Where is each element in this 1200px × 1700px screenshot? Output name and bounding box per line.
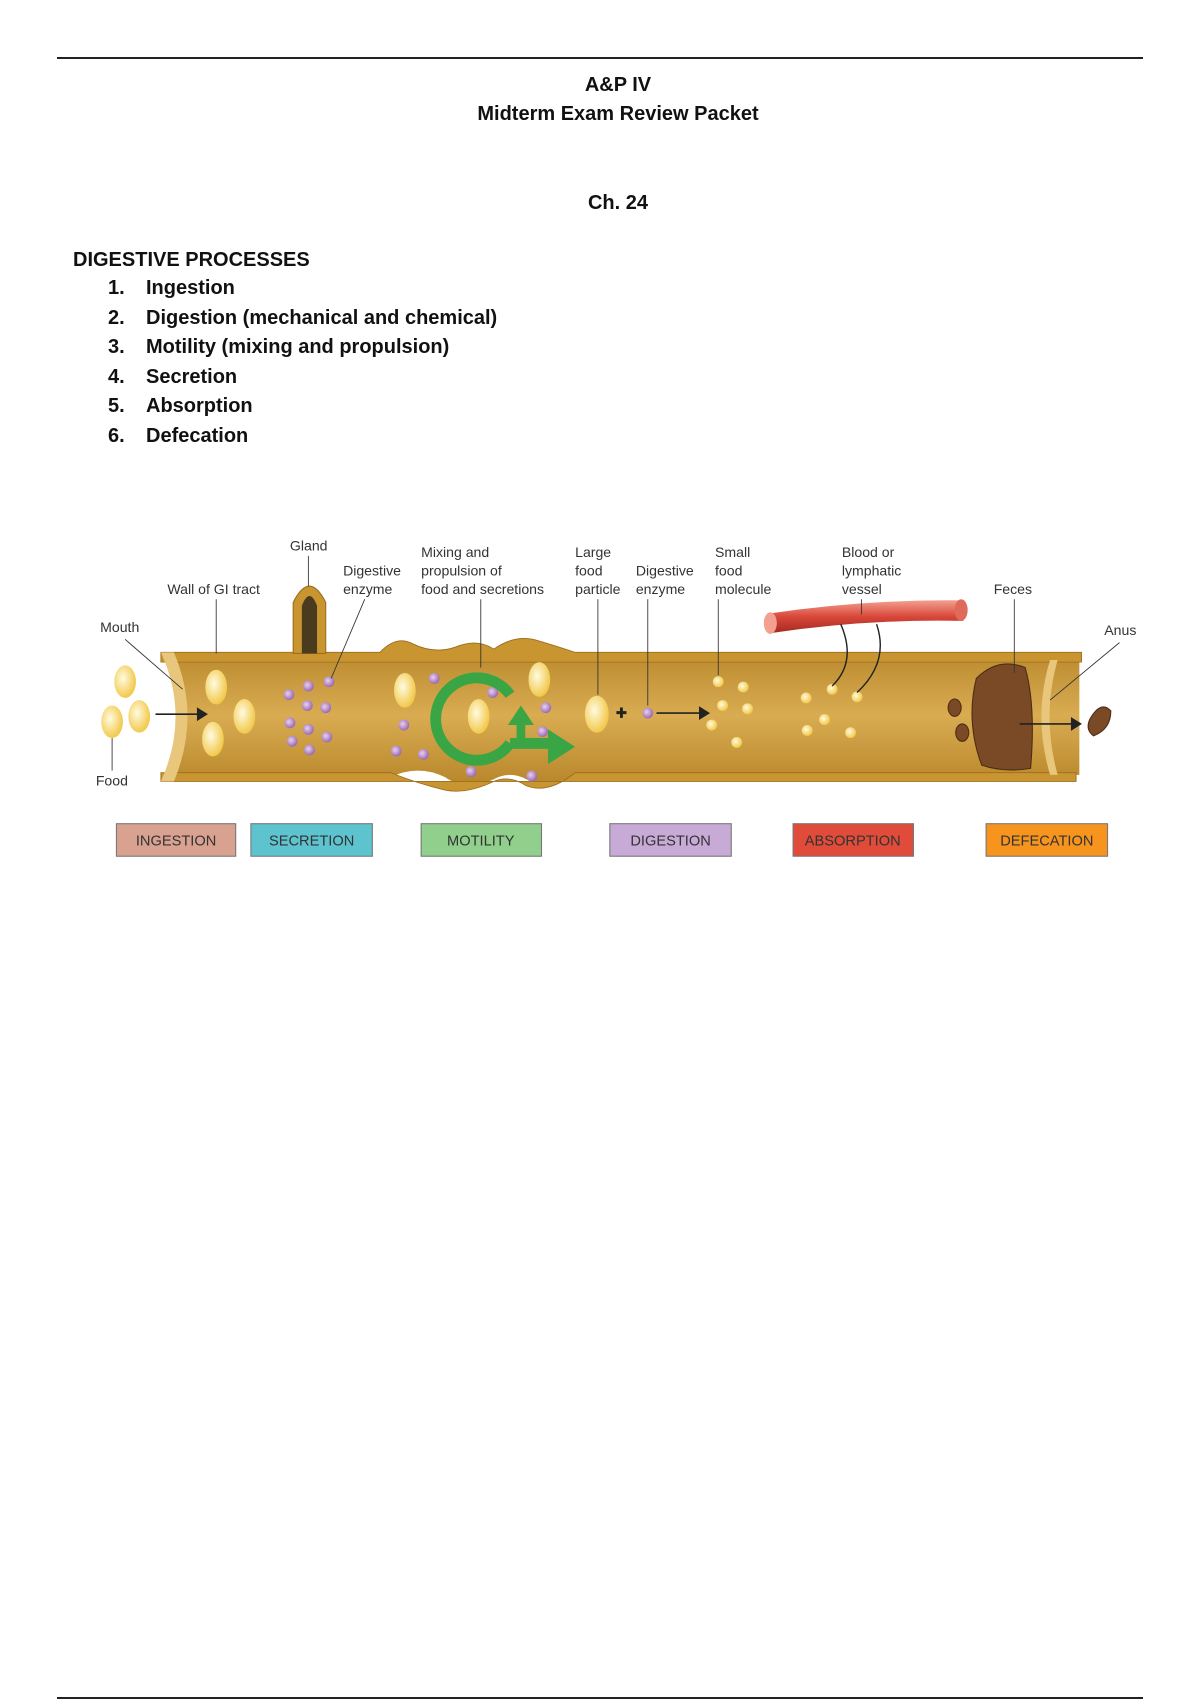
label-small: Small bbox=[715, 544, 750, 560]
box-absorption: ABSORPTION bbox=[792, 823, 914, 857]
leader-lines bbox=[111, 555, 1120, 771]
item-label: Motility (mixing and propulsion) bbox=[146, 336, 450, 358]
box-ingestion: INGESTION bbox=[115, 823, 237, 857]
item-number: 4. bbox=[108, 365, 125, 388]
course-title: A&P IV bbox=[584, 74, 652, 96]
digestive-process-diagram: + Gland Wall of GI tract Digestive enzym… bbox=[96, 537, 1137, 857]
flow-arrows: + bbox=[155, 702, 1082, 731]
list-item: 1. Ingestion bbox=[108, 277, 497, 307]
label-vessel-line2: lymphatic bbox=[842, 562, 901, 578]
label-small-line3: molecule bbox=[715, 581, 772, 597]
item-number: 2. bbox=[108, 306, 125, 329]
section-heading: DIGESTIVE PROCESSES bbox=[73, 249, 310, 271]
label-wall: Wall of GI tract bbox=[167, 581, 260, 597]
box-motility: MOTILITY bbox=[420, 823, 543, 857]
label-vessel: Blood or bbox=[842, 544, 895, 560]
food-particles bbox=[101, 662, 863, 757]
svg-text:+: + bbox=[616, 703, 626, 723]
box-defecation: DEFECATION bbox=[985, 823, 1109, 857]
list-item: 6. Defecation bbox=[108, 425, 497, 455]
bottom-rule bbox=[57, 1697, 1143, 1699]
box-label: MOTILITY bbox=[447, 833, 515, 849]
blood-vessel bbox=[763, 599, 968, 694]
list-item: 5. Absorption bbox=[108, 395, 497, 425]
label-anus: Anus bbox=[1104, 622, 1136, 638]
label-large-line2: food bbox=[575, 562, 602, 578]
label-enzyme-2: Digestive bbox=[636, 562, 694, 578]
label-mouth: Mouth bbox=[100, 619, 139, 635]
label-mixing-line3: food and secretions bbox=[421, 581, 544, 597]
motility-arrow-icon bbox=[430, 672, 576, 766]
list-item: 2. Digestion (mechanical and chemical) bbox=[108, 307, 497, 337]
box-label: INGESTION bbox=[136, 833, 216, 849]
label-small-line2: food bbox=[715, 562, 742, 578]
top-rule bbox=[57, 57, 1143, 59]
label-mixing: Mixing and bbox=[421, 544, 489, 560]
chapter-heading: Ch. 24 bbox=[587, 192, 649, 214]
box-secretion: SECRETION bbox=[250, 823, 373, 857]
box-label: SECRETION bbox=[269, 833, 354, 849]
label-large: Large bbox=[575, 544, 611, 560]
item-number: 1. bbox=[108, 277, 125, 299]
item-label: Digestion (mechanical and chemical) bbox=[146, 306, 498, 329]
item-label: Defecation bbox=[146, 424, 249, 447]
label-enzyme-1: Digestive bbox=[343, 562, 401, 578]
label-food: Food bbox=[96, 773, 128, 789]
item-label: Secretion bbox=[146, 365, 238, 388]
diagram-labels: Gland Wall of GI tract Digestive enzyme … bbox=[96, 537, 1137, 788]
list-item: 4. Secretion bbox=[108, 366, 497, 396]
box-label: ABSORPTION bbox=[805, 833, 901, 849]
label-feces: Feces bbox=[994, 581, 1032, 597]
item-number: 5. bbox=[108, 395, 125, 417]
box-digestion: DIGESTION bbox=[609, 823, 732, 857]
item-number: 6. bbox=[108, 424, 125, 447]
label-enzyme-2-line2: enzyme bbox=[636, 581, 685, 597]
box-label: DEFECATION bbox=[1000, 833, 1093, 849]
box-label: DIGESTION bbox=[630, 833, 710, 849]
list-item: 3. Motility (mixing and propulsion) bbox=[108, 336, 497, 366]
process-list: 1. Ingestion 2. Digestion (mechanical and … bbox=[108, 277, 497, 454]
document-title: Midterm Exam Review Packet bbox=[477, 103, 759, 125]
item-label: Absorption bbox=[146, 395, 253, 417]
label-large-line3: particle bbox=[575, 581, 621, 597]
feces bbox=[947, 663, 1112, 771]
label-mixing-line2: propulsion of bbox=[421, 562, 502, 578]
label-gland: Gland bbox=[290, 537, 328, 553]
label-vessel-line3: vessel bbox=[842, 581, 882, 597]
item-label: Ingestion bbox=[146, 277, 235, 299]
label-enzyme-1-line2: enzyme bbox=[343, 581, 392, 597]
process-boxes: INGESTION SECRETION MOTILITY DIGESTION A… bbox=[115, 823, 1109, 857]
enzymes bbox=[283, 672, 654, 782]
item-number: 3. bbox=[108, 336, 125, 358]
